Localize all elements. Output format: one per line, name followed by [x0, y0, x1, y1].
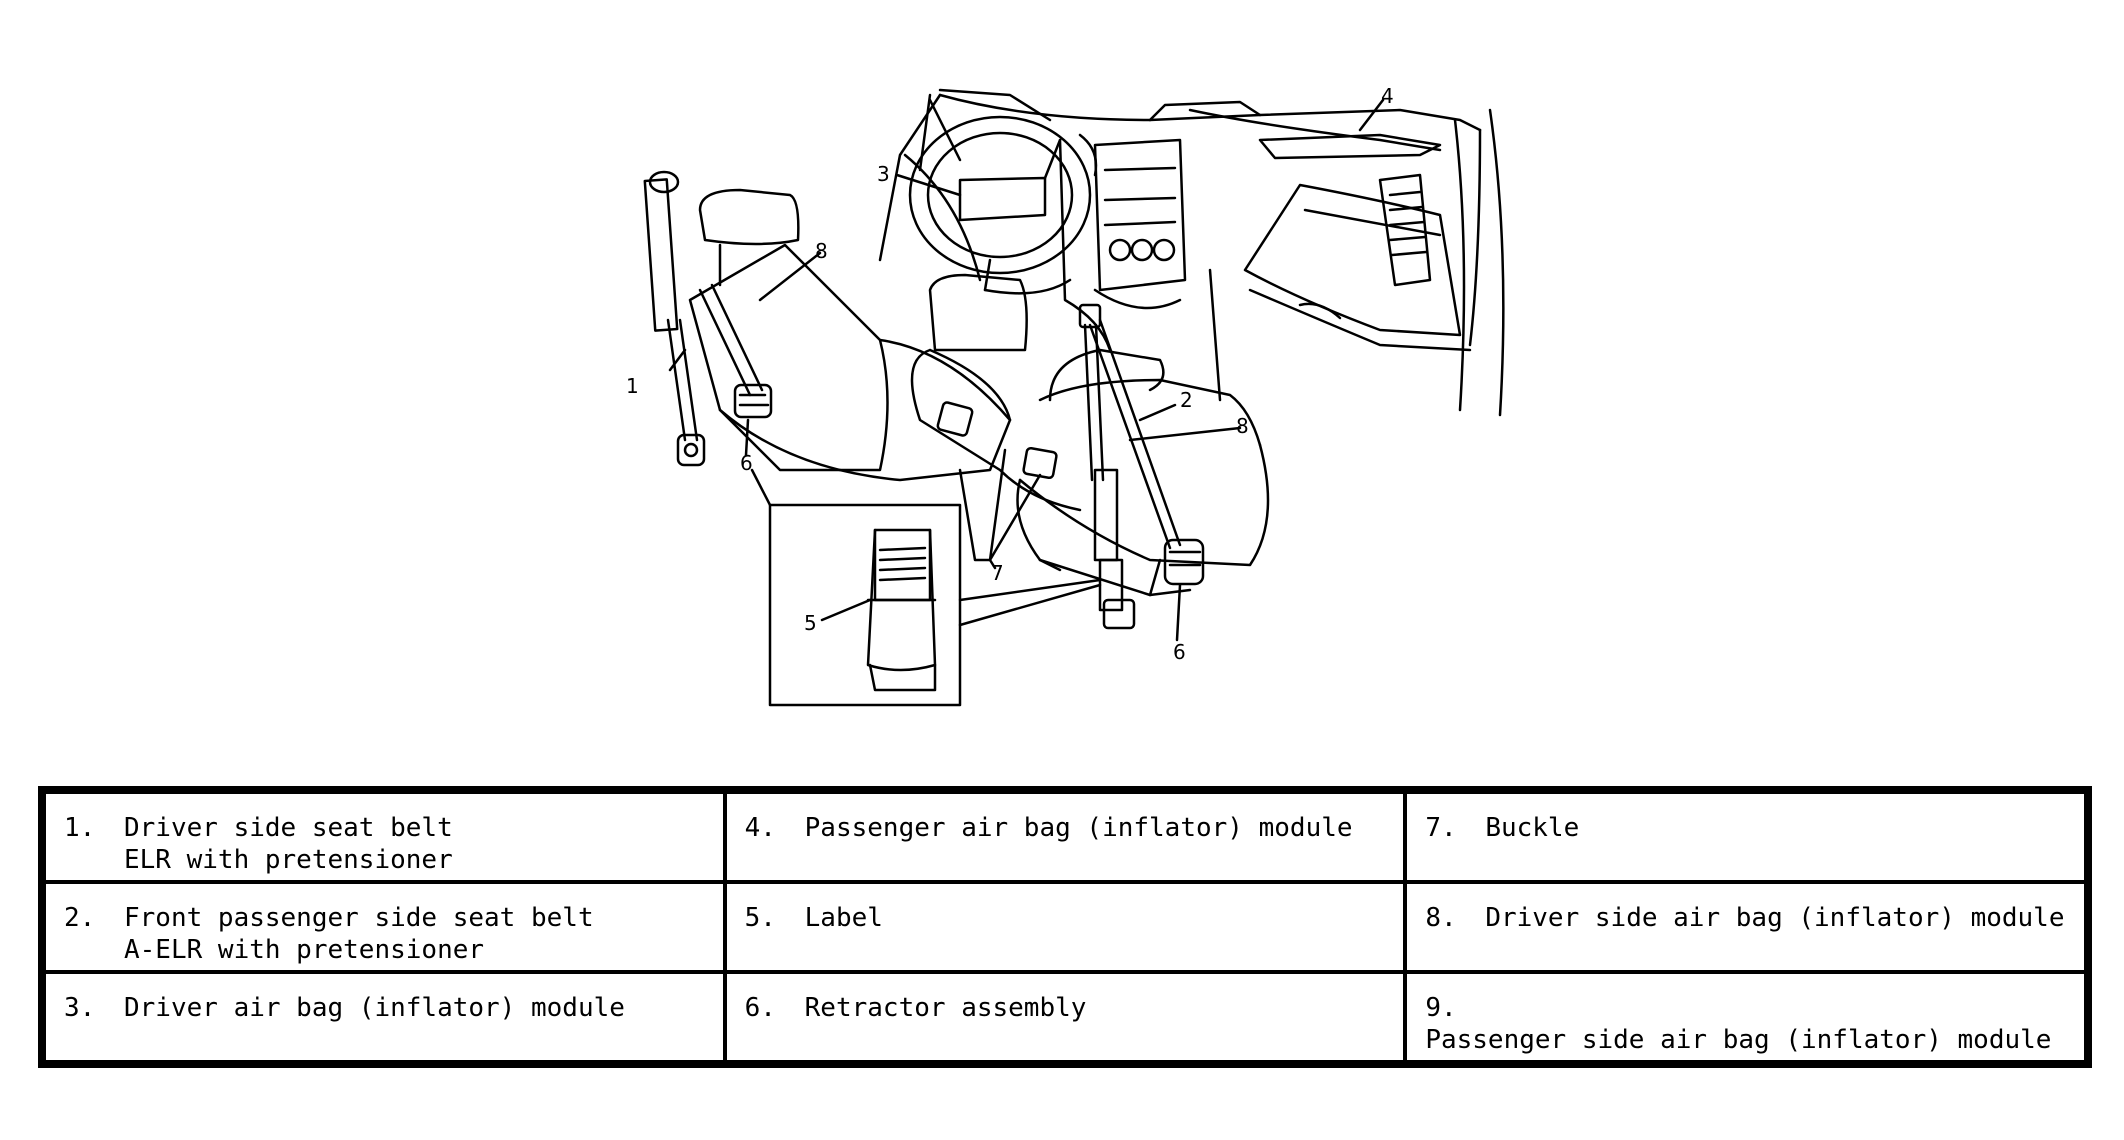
- label-inset: [750, 468, 1102, 707]
- dashboard: [938, 93, 1505, 417]
- callout-7: 7: [991, 561, 1004, 585]
- legend-text: Passenger side air bag (inflator) module: [1425, 1025, 2052, 1055]
- legend-row: 3. Driver air bag (inflator) module 6. Ret…: [42, 970, 2088, 1064]
- callout-2: 2: [1180, 388, 1193, 412]
- legend-number: 1.: [64, 813, 96, 843]
- callout-4: 4: [1381, 84, 1394, 108]
- legend-cell-9: 9.Passenger side air bag (inflator) modu…: [1403, 970, 2088, 1064]
- legend-cell-8: 8. Driver side air bag (inflator) module: [1403, 880, 2088, 974]
- callout-6-driver: 6: [740, 451, 753, 475]
- legend-text-line2: ELR with pretensioner: [124, 845, 453, 875]
- legend-text: Front passenger side seat belt: [124, 903, 594, 933]
- legend-text: Retractor assembly: [804, 993, 1087, 1023]
- legend-number: 9.: [1425, 993, 1457, 1023]
- callout-1: 1: [626, 374, 639, 398]
- legend-number: 6.: [744, 993, 776, 1023]
- callout-6-passenger: 6: [1173, 640, 1186, 664]
- legend-text: Driver side air bag (inflator) module: [1485, 903, 2065, 933]
- legend-number: 5.: [744, 903, 776, 933]
- legend-cell-7: 7. Buckle: [1403, 790, 2088, 884]
- buckles: [936, 401, 1058, 562]
- legend-text: Passenger air bag (inflator) module: [804, 813, 1353, 843]
- legend-number: 8.: [1425, 903, 1457, 933]
- legend-number: 2.: [64, 903, 96, 933]
- legend-text: Driver air bag (inflator) module: [124, 993, 625, 1023]
- steering-wheel: [908, 88, 1098, 295]
- legend-number: 4.: [744, 813, 776, 843]
- legend-cell-3: 3. Driver air bag (inflator) module: [42, 970, 727, 1064]
- callout-3: 3: [877, 162, 890, 186]
- callout-8-passenger: 8: [1236, 414, 1249, 438]
- legend-cell-4: 4. Passenger air bag (inflator) module: [722, 790, 1408, 884]
- callout-8-driver: 8: [815, 239, 828, 263]
- legend-text: Buckle: [1485, 813, 1580, 843]
- legend-cell-5: 5. Label: [722, 880, 1408, 974]
- passenger-seat-belt: [1078, 303, 1205, 630]
- passenger-seat: [910, 273, 1270, 597]
- callout-5: 5: [804, 611, 817, 635]
- driver-seat-belt: [643, 170, 773, 467]
- legend-text: Label: [804, 903, 883, 933]
- legend-text: Driver side seat belt: [124, 813, 453, 843]
- diagram-drawing: 1 2 3 4 5 6 6 7 8 8: [626, 84, 1505, 707]
- door-frame: [878, 93, 982, 282]
- driver-seat: [688, 188, 1012, 482]
- legend-text-line2: A-ELR with pretensioner: [124, 935, 485, 965]
- legend-cell-6: 6. Retractor assembly: [722, 970, 1408, 1064]
- callout-numbers: 1 2 3 4 5 6 6 7 8 8: [626, 84, 1394, 664]
- leader-lines: [668, 98, 1385, 642]
- legend-number: 7.: [1425, 813, 1457, 843]
- airbag-seatbelt-diagram: 1 2 3 4 5 6 6 7 8 8: [626, 84, 1505, 707]
- legend-number: 3.: [64, 993, 96, 1023]
